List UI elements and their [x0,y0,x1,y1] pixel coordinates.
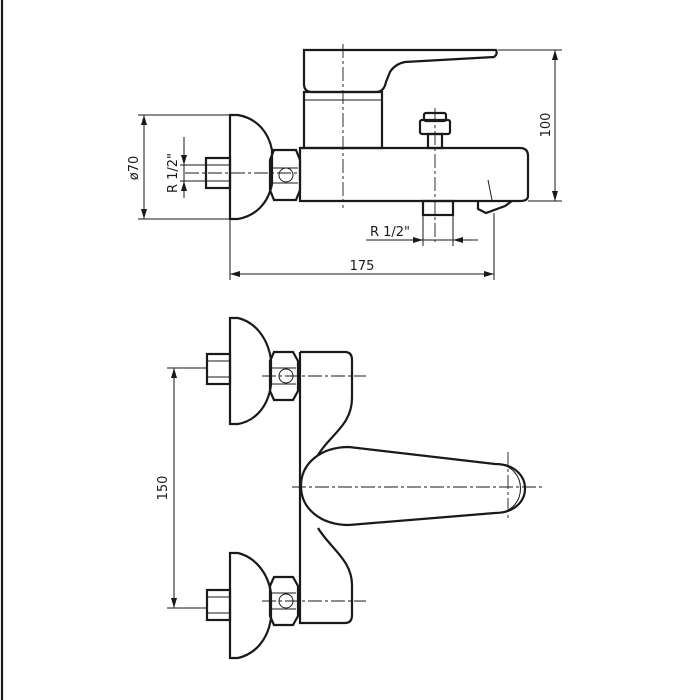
side-view: ø70 R 1/2" 100 R 1/2" 175 [127,44,562,280]
spout [476,200,513,215]
spacing-label: 150 [156,476,171,501]
outlet-stub [421,199,455,217]
height-label: 100 [539,113,554,138]
lever-handle [302,48,498,94]
mixer-body [298,146,530,203]
lower-inlet-stub [205,588,232,622]
inlet-thread-label: R 1/2" [166,153,181,193]
lower-hex-connector [268,575,300,627]
outlet-thread-label: R 1/2" [370,225,410,240]
front-body [298,350,354,625]
upper-inlet-stub [205,352,232,386]
inlet-stub [204,156,232,190]
front-lever [299,445,527,527]
diameter-label: ø70 [127,156,142,181]
upper-hex-connector [268,350,300,402]
front-view: 150 [156,316,542,660]
upper-escutcheon [228,316,273,426]
hex-connector [268,148,302,202]
escutcheon [228,113,274,221]
lower-escutcheon [228,551,273,660]
width-label: 175 [350,259,375,274]
